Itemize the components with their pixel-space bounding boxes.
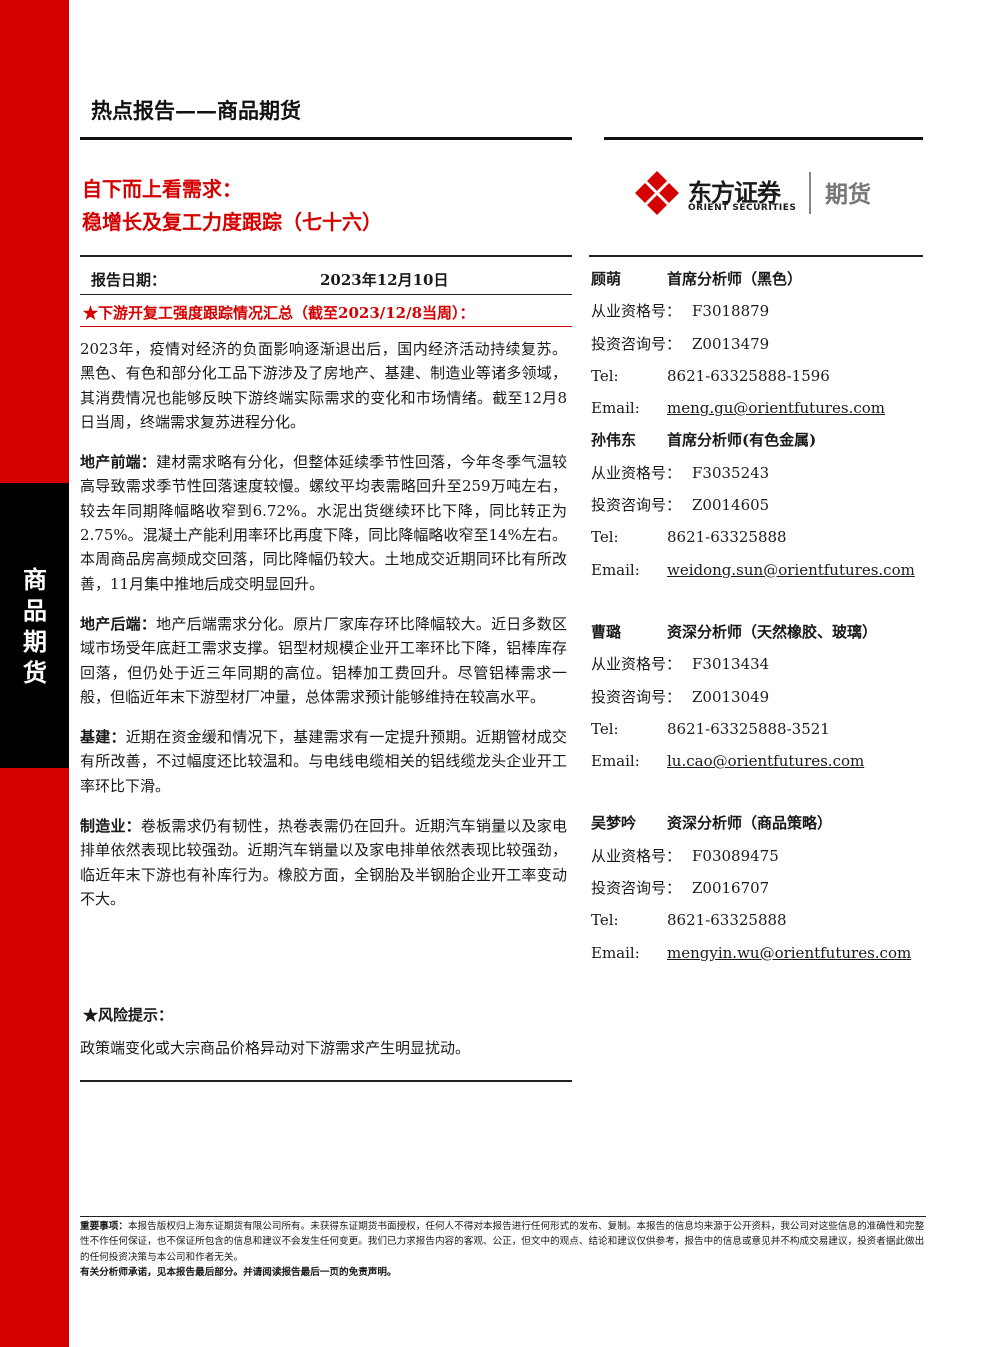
side-label-char: 期 — [23, 628, 47, 656]
side-bar: 商 品 期 货 — [0, 0, 69, 1347]
report-date-value: 2023年12月10日 — [320, 271, 449, 289]
date-divider-bottom — [80, 294, 572, 295]
paragraph-lead: 地产前端： — [80, 453, 157, 472]
paragraph: 制造业：卷板需求仍有韧性，热卷表需仍在回升。近期汽车销量以及家电排单依然表现比较… — [80, 814, 567, 911]
paragraph: 基建：近期在资金缓和情况下，基建需求有一定提升预期。近期管材成交有所改善，不过幅… — [80, 725, 567, 798]
side-label: 商 品 期 货 — [20, 565, 50, 689]
summary-divider — [80, 326, 572, 327]
consult-label: 投资咨询号： — [591, 334, 682, 353]
paragraph-text: 2023年，疫情对经济的负面影响逐渐退出后，国内经济活动持续复苏。黑色、有色和部… — [80, 340, 567, 431]
company-logo: 东方证券 ORIENT SECURITIES 期货 — [634, 170, 894, 216]
consult-number: Z0016707 — [692, 879, 770, 898]
license-number: F3013434 — [692, 655, 770, 674]
email-label: Email: — [591, 752, 640, 771]
email-label: Email: — [591, 399, 640, 418]
consult-number: Z0013479 — [692, 334, 770, 353]
tel-number: 8621-63325888 — [667, 528, 787, 547]
email-link[interactable]: mengyin.wu@orientfutures.com — [667, 943, 912, 962]
analyst-title: 资深分析师（天然橡胶、玻璃） — [667, 622, 878, 641]
email-link[interactable]: meng.gu@orientfutures.com — [667, 399, 886, 418]
paragraph: 地产前端：建材需求略有分化，但整体延续季节性回落，今年冬季气温较高导致需求季节性… — [80, 450, 567, 596]
license-label: 从业资格号： — [591, 302, 682, 321]
report-date-label: 报告日期： — [91, 271, 167, 289]
analyst-name: 孙伟东 — [591, 431, 637, 450]
summary-title: ★下游开复工强度跟踪情况汇总（截至2023/12/8当周）： — [83, 304, 475, 322]
license-label: 从业资格号： — [591, 463, 682, 482]
consult-label: 投资咨询号： — [591, 879, 682, 898]
analyst-name: 吴梦吟 — [591, 814, 637, 833]
analyst-title: 首席分析师（黑色） — [667, 270, 803, 288]
header-divider-left — [80, 137, 572, 140]
consult-label: 投资咨询号： — [591, 687, 682, 706]
consult-number: Z0014605 — [692, 496, 770, 515]
consult-number: Z0013049 — [692, 687, 770, 706]
logo-cn-text: 东方证券 — [688, 179, 781, 207]
footer-disclaimer: 重要事项：本报告版权归上海东证期货有限公司所有。未获得东证期货书面授权，任何人不… — [80, 1219, 926, 1280]
paragraph-text: 近期在资金缓和情况下，基建需求有一定提升预期。近期管材成交有所改善，不过幅度还比… — [80, 728, 567, 795]
email-link[interactable]: weidong.sun@orientfutures.com — [667, 560, 915, 579]
email-label: Email: — [591, 560, 640, 579]
side-label-char: 货 — [23, 659, 47, 687]
license-label: 从业资格号： — [591, 846, 682, 865]
footer-notice-text: 本报告版权归上海东证期货有限公司所有。未获得东证期货书面授权，任何人不得对本报告… — [80, 1221, 925, 1263]
logo-suffix: 期货 — [825, 182, 871, 208]
analyst-panel: 顾萌 首席分析师（黑色） 从业资格号： F3018879 投资咨询号： Z001347… — [589, 268, 919, 974]
license-label: 从业资格号： — [591, 655, 682, 674]
paragraph: 地产后端：地产后端需求分化。原片厂家库存环比降幅较大。近日多数区域市场受年底赶工… — [80, 612, 567, 709]
paragraph-text: 卷板需求仍有韧性，热卷表需仍在回升。近期汽车销量以及家电排单依然表现比较强劲。近… — [80, 817, 567, 908]
analyst-title: 资深分析师（商品策略） — [667, 814, 833, 833]
title-line-2: 稳增长及复工力度跟踪（七十六） — [82, 210, 382, 234]
footer-notice-lead: 重要事项： — [80, 1221, 128, 1232]
analyst-card: 顾萌 首席分析师（黑色） 从业资格号： F3018879 投资咨询号： Z001347… — [589, 268, 919, 429]
license-number: F03089475 — [692, 846, 779, 865]
logo-divider — [809, 172, 811, 214]
side-label-char: 商 — [23, 566, 47, 594]
analyst-divider-top — [589, 255, 923, 257]
logo-en-text: ORIENT SECURITIES — [688, 203, 797, 213]
footer-commitment: 有关分析师承诺，见本报告最后部分。并请阅读报告最后一页的免责声明。 — [80, 1266, 397, 1278]
tel-number: 8621-63325888-1596 — [667, 366, 830, 385]
tel-label: Tel: — [591, 366, 619, 385]
email-label: Email: — [591, 943, 640, 962]
analyst-title: 首席分析师(有色金属) — [667, 431, 817, 450]
paragraph-lead: 制造业： — [80, 817, 141, 836]
tel-number: 8621-63325888 — [667, 911, 787, 930]
side-bar-black-block — [0, 483, 69, 768]
header-divider-right — [604, 137, 923, 140]
paragraph-lead: 基建： — [80, 728, 126, 747]
email-link[interactable]: lu.cao@orientfutures.com — [667, 752, 865, 771]
footer-divider — [80, 1216, 926, 1217]
side-label-char: 品 — [23, 597, 47, 625]
body-divider-bottom — [80, 1080, 572, 1082]
title-line-1: 自下而上看需求： — [82, 177, 242, 201]
paragraph: 2023年，疫情对经济的负面影响逐渐退出后，国内经济活动持续复苏。黑色、有色和部… — [80, 337, 567, 434]
paragraph-text: 地产后端需求分化。原片厂家库存环比降幅较大。近日多数区域市场受年底赶工需求支撑。… — [80, 614, 567, 706]
report-body: 2023年，疫情对经济的负面影响逐渐退出后，国内经济活动持续复苏。黑色、有色和部… — [80, 337, 567, 927]
report-type: 热点报告——商品期货 — [91, 98, 301, 123]
page-title: 自下而上看需求： 稳增长及复工力度跟踪（七十六） — [82, 173, 382, 239]
analyst-name: 曹璐 — [591, 622, 622, 641]
date-divider-top — [80, 255, 572, 257]
analyst-card: 曹璐 资深分析师（天然橡胶、玻璃） 从业资格号： F3013434 投资咨询号： Z0… — [589, 621, 919, 782]
tel-label: Tel: — [591, 719, 619, 738]
paragraph-text: 建材需求略有分化，但整体延续季节性回落，今年冬季气温较高导致需求季节性回落速度较… — [80, 453, 567, 593]
risk-text: 政策端变化或大宗商品价格异动对下游需求产生明显扰动。 — [80, 1039, 471, 1057]
analyst-card: 吴梦吟 资深分析师（商品策略） 从业资格号： F03089475 投资咨询号： Z00… — [589, 812, 919, 973]
consult-label: 投资咨询号： — [591, 496, 682, 515]
paragraph-lead: 地产后端： — [80, 614, 157, 633]
tel-label: Tel: — [591, 528, 619, 547]
analyst-card: 孙伟东 首席分析师(有色金属) 从业资格号： F3035243 投资咨询号： Z001… — [589, 429, 919, 590]
analyst-name: 顾萌 — [591, 270, 622, 288]
risk-title: ★风险提示： — [83, 1006, 174, 1024]
license-number: F3035243 — [692, 463, 770, 482]
tel-label: Tel: — [591, 911, 619, 930]
tel-number: 8621-63325888-3521 — [667, 719, 830, 738]
license-number: F3018879 — [692, 302, 770, 321]
orient-logo-icon — [635, 171, 679, 215]
